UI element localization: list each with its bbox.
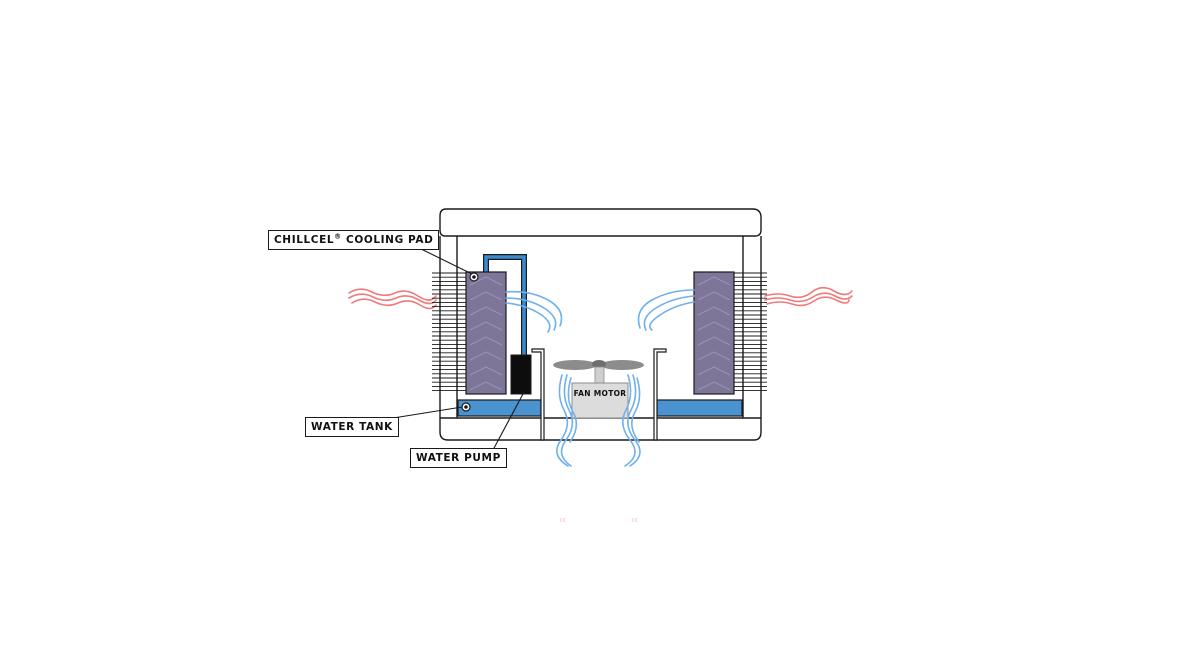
- housing-body: [439, 236, 762, 441]
- water-tank-right: [656, 399, 743, 417]
- water-pump-label: WATER PUMP: [410, 448, 507, 468]
- right-louver-grille: [734, 272, 767, 392]
- hot-air-right: [764, 286, 853, 307]
- fan-motor-label: FAN MOTOR: [574, 389, 627, 398]
- cooling-pad-left-zigzag: [469, 276, 503, 391]
- fan-shaft: [594, 366, 605, 384]
- housing-lid: [439, 208, 762, 237]
- cool-air-flow-right: [637, 289, 695, 331]
- cooling-pad-leader: [414, 245, 473, 275]
- leader-lines: [386, 245, 525, 451]
- cooling-pad-right-zigzag: [697, 276, 731, 391]
- fan-motor: [571, 382, 629, 419]
- cooling-pad-left: [465, 271, 507, 395]
- fan-duct: [531, 348, 667, 441]
- cooling-pad-right: [693, 271, 735, 395]
- cool-air-exit: [556, 374, 641, 467]
- cool-air-flow-left: [505, 290, 563, 333]
- water-tank-label-text: WATER TANK: [311, 421, 393, 433]
- registered-mark: ®: [334, 232, 342, 241]
- water-pump-leader: [492, 391, 525, 451]
- hot-air-left: [348, 288, 437, 310]
- water-pump-label-text: WATER PUMP: [416, 452, 501, 464]
- cooling-pad-label: CHILLCEL® COOLING PAD: [268, 230, 440, 250]
- cooling-pad-label-rest: COOLING PAD: [341, 234, 434, 246]
- cooling-pad-label-name: CHILLCEL: [274, 234, 335, 246]
- water-pump: [510, 354, 532, 395]
- left-louver-grille: [432, 272, 466, 392]
- fan-blade: [553, 360, 644, 370]
- faint-marks: [560, 518, 637, 522]
- water-tank-label: WATER TANK: [305, 417, 399, 437]
- water-tank-leader: [386, 406, 463, 420]
